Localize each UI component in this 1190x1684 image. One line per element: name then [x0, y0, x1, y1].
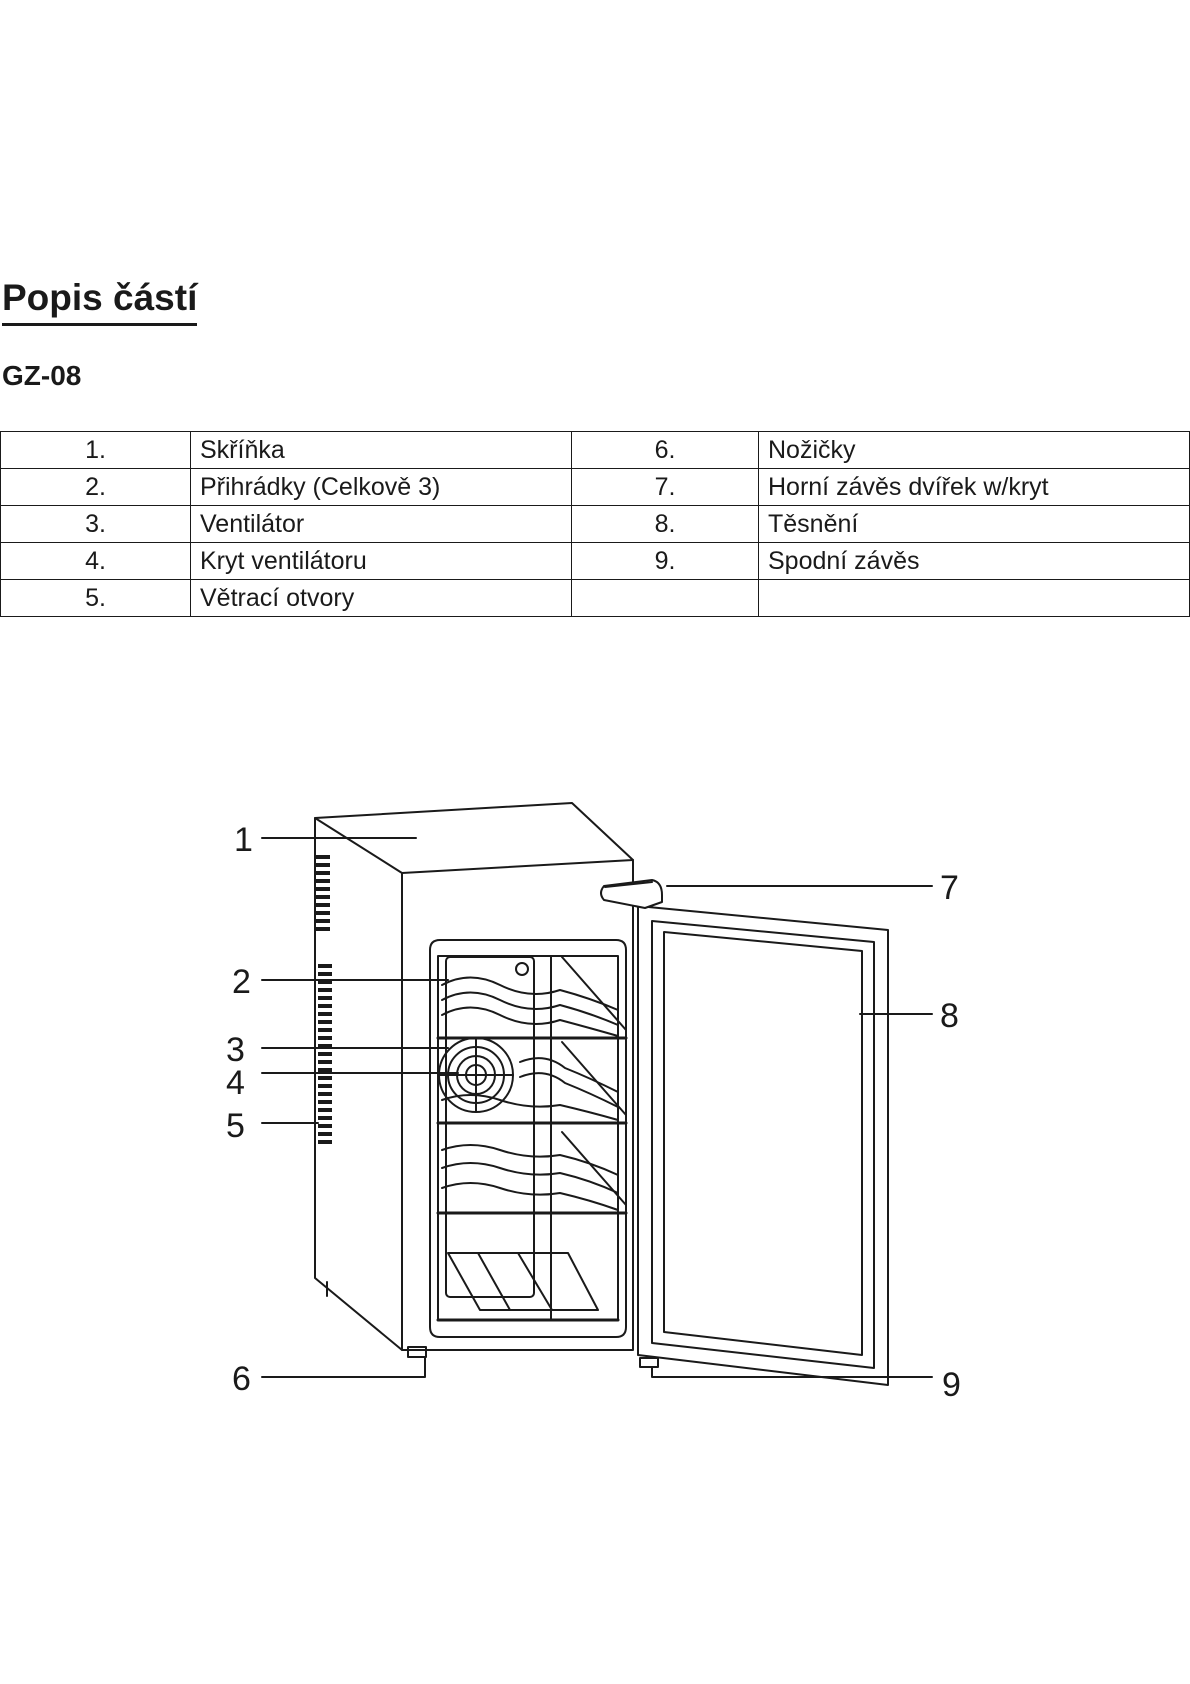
fan-plate: [446, 956, 551, 1320]
wine-shelf-3: [438, 1132, 626, 1213]
callout-4: 4: [226, 1064, 245, 1102]
callout-6: 6: [232, 1360, 251, 1398]
part-name: Kryt ventilátoru: [191, 543, 572, 580]
part-name: Těsnění: [759, 506, 1190, 543]
part-number: 8.: [572, 506, 759, 543]
part-number: 1.: [1, 432, 191, 469]
part-number: 7.: [572, 469, 759, 506]
part-name: Spodní závěs: [759, 543, 1190, 580]
table-row: 2. Přihrádky (Celkově 3) 7. Horní závěs …: [1, 469, 1190, 506]
callout-7: 7: [940, 869, 959, 907]
parts-table: 1. Skříňka 6. Nožičky 2. Přihrádky (Celk…: [0, 431, 1190, 617]
part-number: 2.: [1, 469, 191, 506]
cabinet-door: [638, 906, 888, 1385]
callout-9: 9: [942, 1366, 961, 1400]
callout-8: 8: [940, 997, 959, 1035]
part-number: 4.: [1, 543, 191, 580]
table-row: 4. Kryt ventilátoru 9. Spodní závěs: [1, 543, 1190, 580]
part-name: [759, 580, 1190, 617]
callout-5: 5: [226, 1107, 245, 1145]
wine-shelf-1: [438, 957, 626, 1038]
callout-2: 2: [232, 963, 251, 1001]
top-hinge-cover: [601, 880, 662, 908]
part-number: 5.: [1, 580, 191, 617]
page-title: Popis částí: [2, 278, 197, 326]
table-row: 1. Skříňka 6. Nožičky: [1, 432, 1190, 469]
table-row: 3. Ventilátor 8. Těsnění: [1, 506, 1190, 543]
part-number: [572, 580, 759, 617]
part-name: Ventilátor: [191, 506, 572, 543]
callout-1: 1: [234, 821, 253, 859]
part-name: Přihrádky (Celkově 3): [191, 469, 572, 506]
table-row: 5. Větrací otvory: [1, 580, 1190, 617]
part-name: Skříňka: [191, 432, 572, 469]
part-name: Nožičky: [759, 432, 1190, 469]
part-name: Větrací otvory: [191, 580, 572, 617]
part-number: 3.: [1, 506, 191, 543]
ventilation-slots: [316, 855, 332, 1144]
part-number: 9.: [572, 543, 759, 580]
part-number: 6.: [572, 432, 759, 469]
model-label: GZ-08: [2, 360, 81, 392]
part-name: Horní závěs dvířek w/kryt: [759, 469, 1190, 506]
wine-cooler-diagram: 1 2 3 4 5 6 7 8 9: [0, 780, 1190, 1400]
bottom-tray: [448, 1253, 598, 1310]
cabinet-interior: [430, 940, 626, 1337]
